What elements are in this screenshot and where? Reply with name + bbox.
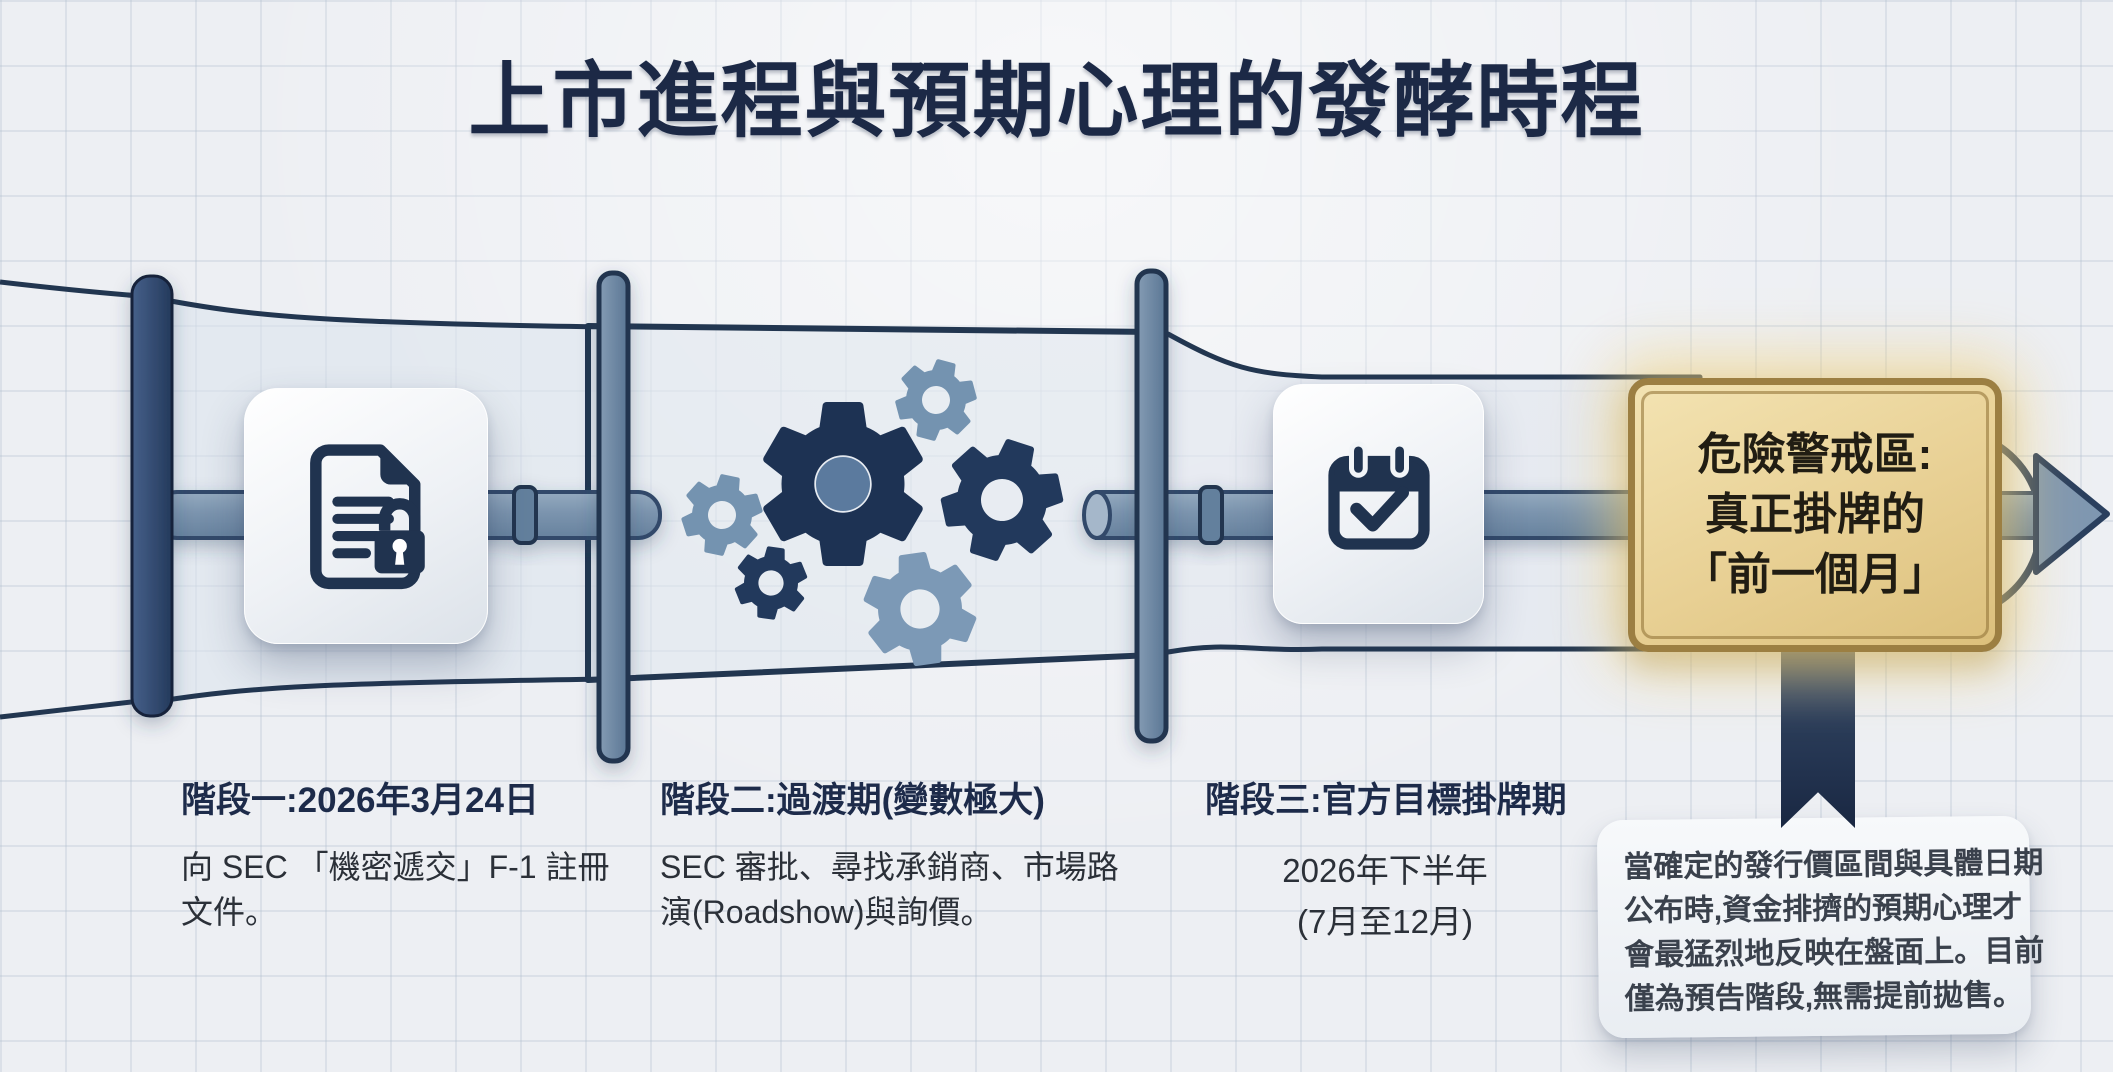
divider-bars xyxy=(130,268,1169,764)
divider-bar-1 xyxy=(130,274,174,718)
gear-hub-dot xyxy=(816,457,870,511)
stage1-icon-card xyxy=(244,388,488,644)
callout-line-1: 當確定的發行價區間與具體日期 xyxy=(1623,846,2044,884)
stage1-heading: 階段一:2026年3月24日 xyxy=(181,781,539,820)
stage2-label: 階段二:過渡期(變數極大) SEC 審批、尋找承銷商、市場路演(Roadshow… xyxy=(660,772,1140,936)
gear-medium-right xyxy=(927,424,1077,576)
callout-note: 當確定的發行價區間與具體日期 公布時,資金排擠的預期心理才 會最猛烈地反映在盤面… xyxy=(1596,815,2045,1039)
stage3-body-line-2: (7月至12月) xyxy=(1296,903,1474,941)
callout-line-3: 會最猛烈地反映在盤面上。目前 xyxy=(1624,934,2045,972)
stage3-label: 階段三:官方目標掛牌期 2026年下半年 (7月至12月) xyxy=(1185,772,1585,947)
warning-line-1: 危險警戒區: xyxy=(1697,430,1933,480)
stage1-label: 階段一:2026年3月24日 向 SEC 「機密遞交」F-1 註冊文件。 xyxy=(181,772,611,936)
gear-medium-bottom xyxy=(858,545,982,673)
funnel-intake xyxy=(0,279,141,720)
document-lock-icon xyxy=(310,444,425,590)
gears-icon xyxy=(675,353,1077,673)
warning-line-2: 真正掛牌的 xyxy=(1705,490,1925,540)
callout-line-2: 公布時,資金排擠的預期心理才 xyxy=(1623,890,2023,928)
stage3-body-line-1: 2026年下半年 xyxy=(1282,852,1488,889)
callout-line-4: 僅為預告階段,無需提前拋售。 xyxy=(1624,978,2024,1016)
page-title: 上市進程與預期心理的發酵時程 xyxy=(468,56,1645,147)
warning-line-3: 「前一個月」 xyxy=(1683,549,1947,599)
stage3-icon-card xyxy=(1273,384,1484,624)
arrow-head-icon xyxy=(2033,453,2110,575)
gear-small-bottom-left xyxy=(731,542,811,624)
divider-bar-3 xyxy=(1134,268,1169,744)
stage3-heading: 階段三:官方目標掛牌期 xyxy=(1205,781,1567,820)
warning-box: 危險警戒區: 真正掛牌的 「前一個月」 xyxy=(1628,378,2002,652)
stage2-body: SEC 審批、尋找承銷商、市場路演(Roadshow)與詢價。 xyxy=(660,849,1119,931)
gear-small-left xyxy=(675,467,769,563)
calendar-check-icon xyxy=(1327,441,1430,550)
stage1-body: 向 SEC 「機密遞交」F-1 註冊文件。 xyxy=(181,849,610,931)
stage2-heading: 階段二:過渡期(變數極大) xyxy=(660,781,1045,820)
divider-bar-2 xyxy=(596,270,631,764)
